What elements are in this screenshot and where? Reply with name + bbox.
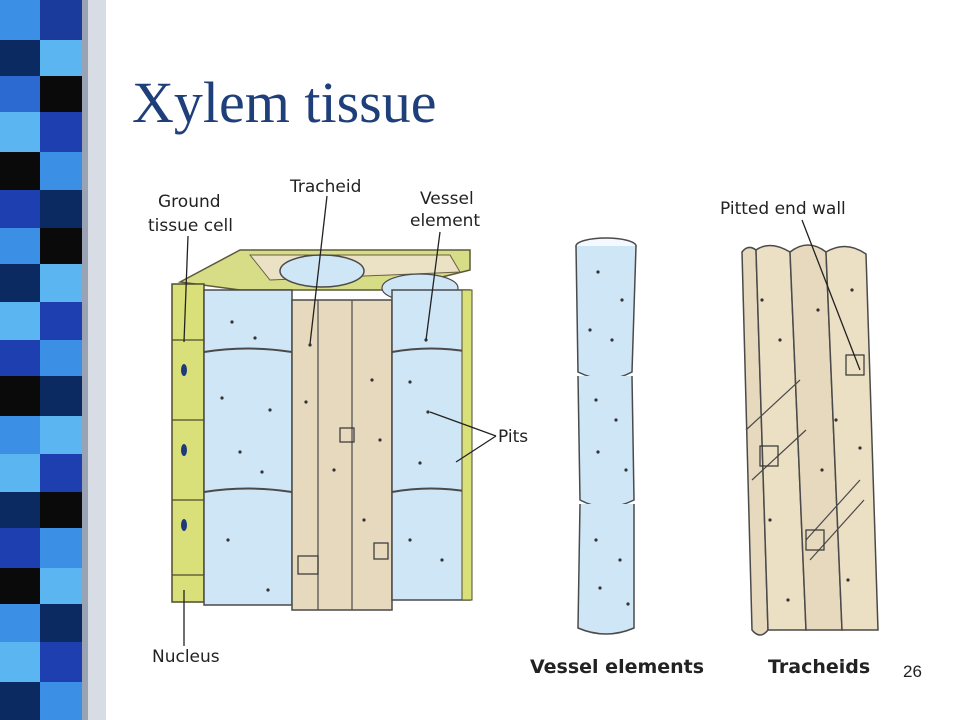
- label-vessel-element-line2: element: [410, 211, 480, 231]
- side-band-squares: [0, 0, 82, 720]
- label-ground-tissue-cell-line2: tissue cell: [148, 216, 233, 236]
- label-nucleus: Nucleus: [152, 647, 220, 667]
- xylem-tissue-block: [171, 249, 473, 611]
- label-pitted-end-wall: Pitted end wall: [720, 199, 846, 219]
- caption-tracheids: Tracheids: [768, 656, 870, 678]
- leader-lines: [183, 195, 861, 646]
- label-pits: Pits: [498, 427, 528, 447]
- vessel-elements-illustration: [575, 237, 637, 635]
- label-ground-tissue-cell-line1: Ground: [158, 192, 221, 212]
- label-tracheid: Tracheid: [289, 177, 361, 197]
- label-vessel-element-line1: Vessel: [420, 189, 474, 209]
- tracheids-illustration: [741, 244, 879, 636]
- caption-vessel-elements: Vessel elements: [530, 656, 704, 678]
- slide-number: 26: [903, 662, 922, 681]
- decorative-side-band: [0, 0, 106, 720]
- slide-title: Xylem tissue: [132, 70, 437, 135]
